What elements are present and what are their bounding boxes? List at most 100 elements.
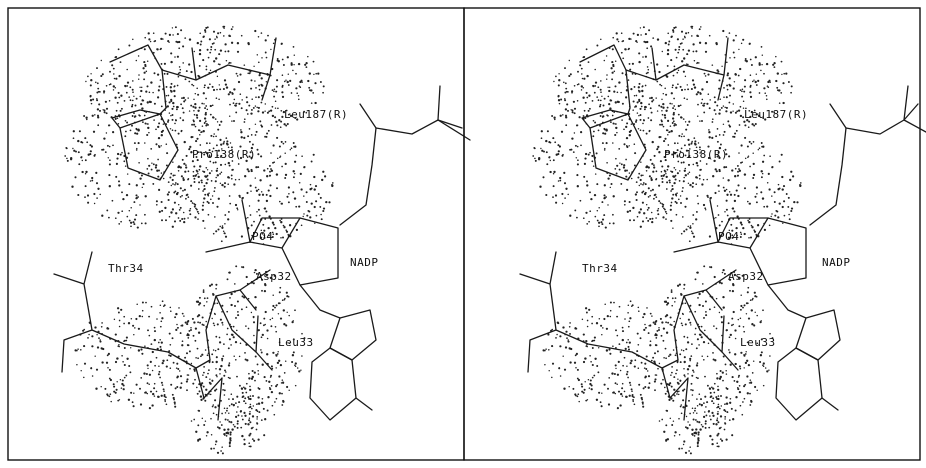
surface-dot [725,61,728,64]
surface-dot [704,411,706,413]
surface-dot [603,194,606,197]
surface-dot [146,123,148,125]
surface-dot [726,88,729,91]
surface-dot [760,191,763,194]
surface-dot [104,100,108,103]
surface-dot [752,152,754,154]
surface-dot [85,170,88,174]
base-ring-5 [329,309,377,361]
surface-dot [691,25,694,28]
surface-dot [691,433,694,436]
surface-dot [244,397,247,400]
surface-dot [687,49,691,52]
surface-dot [688,120,691,123]
surface-dot [203,153,206,156]
surface-dot [132,38,134,41]
residue-labels-right: Leu187(R) Pro138(R) PO4 NADP Thr34 Asp32… [582,108,850,349]
surface-dot [245,391,248,394]
surface-dot [270,384,273,387]
surface-dot [234,340,238,344]
surface-dot [704,207,707,210]
surface-dot [216,174,219,177]
surface-dot [746,359,749,362]
surface-dot [680,88,684,92]
surface-dot [686,368,690,371]
surface-dot [140,222,143,225]
surface-dot [659,83,661,86]
surface-dot [150,148,153,150]
surface-dot [116,357,119,360]
surface-dot [247,297,250,300]
surface-dot [684,75,687,78]
surface-dot [567,193,569,196]
surface-dot [603,184,606,187]
surface-dot [285,124,288,127]
surface-dot [250,377,254,380]
surface-dot [261,333,264,337]
surface-dot [686,427,689,430]
surface-dot [248,445,251,448]
surface-dot [229,142,232,144]
surface-dot [208,361,211,364]
surface-dot [275,397,278,400]
surface-dot [95,171,98,174]
surface-dot [673,97,675,100]
surface-dot [239,156,243,160]
surface-dot [545,151,548,154]
surface-dot [646,370,649,372]
bond-right-branch-2 [903,85,909,121]
surface-dot [266,175,269,178]
surface-dot [699,92,702,95]
surface-dot [219,173,222,175]
surface-dot [649,217,652,221]
surface-dot [205,320,207,323]
surface-dot [704,329,706,332]
surface-dot [692,235,696,238]
surface-dot [143,71,146,74]
surface-dot [723,96,725,98]
surface-dot [743,173,747,176]
surface-dot [712,402,715,405]
surface-dot [609,315,612,318]
surface-dot [560,98,563,101]
surface-dot [226,310,229,313]
surface-dot [77,151,80,154]
surface-dot [101,322,103,324]
surface-dot [614,123,616,125]
surface-dot [260,351,263,354]
surface-dot [683,144,686,147]
surface-dot [170,184,173,187]
surface-dot [246,191,249,195]
surface-dot [184,99,187,101]
surface-dot [144,142,146,144]
surface-dot [615,367,617,370]
surface-dot [675,213,678,216]
surface-dot [221,183,224,187]
surface-dot [682,187,684,189]
surface-dot [256,54,259,56]
surface-dot [594,357,597,360]
surface-dot [592,165,595,167]
surface-dot [785,72,788,75]
surface-dot [725,208,728,211]
surface-dot [695,364,699,367]
surface-dot [217,348,220,351]
surface-dot [249,214,252,216]
surface-dot [603,59,606,62]
surface-dot [91,114,94,117]
surface-dot [746,392,749,395]
bond-upper-branch-2 [161,69,167,109]
surface-dot [263,234,266,237]
surface-dot [745,313,748,315]
surface-dot [545,139,548,143]
surface-dot [315,214,318,217]
surface-dot [249,410,251,413]
surface-dot [93,202,96,205]
surface-dot [672,74,675,77]
surface-dot [666,302,670,305]
surface-dot [108,377,111,380]
surface-dot [146,392,149,395]
surface-dot [216,302,219,305]
surface-dot [135,214,138,217]
surface-dot [635,119,638,122]
